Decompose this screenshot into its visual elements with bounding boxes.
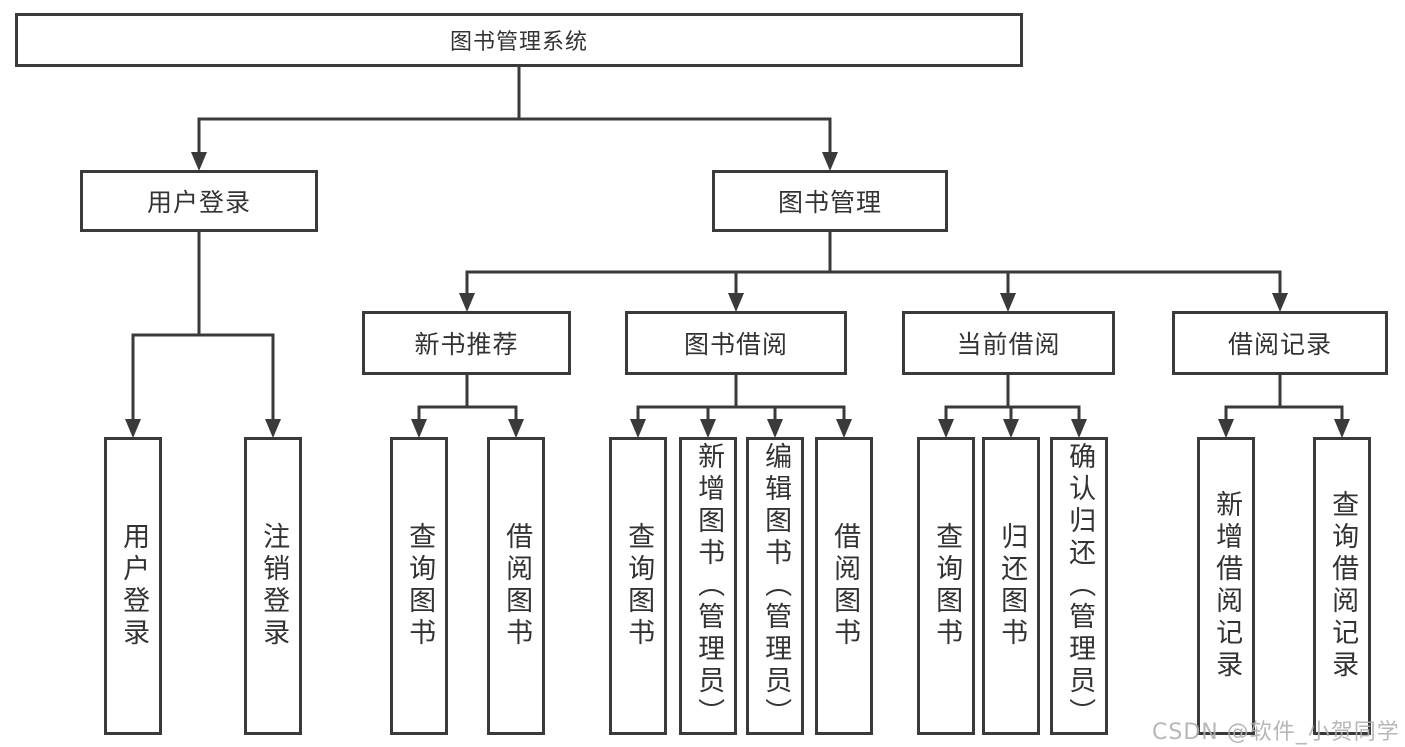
csdn-watermark: CSDN @软件_小贺同学 xyxy=(1152,720,1400,745)
leaf-user-login-label: 用户登录 xyxy=(118,522,150,650)
leaf-borrowing-query-books-label: 查询图书 xyxy=(623,522,655,650)
node-borrowing-records-label: 借阅记录 xyxy=(1227,330,1332,359)
node-current-borrowing-label: 当前借阅 xyxy=(956,330,1061,359)
leaf-records-add-record-label: 新增借阅记录 xyxy=(1211,490,1243,682)
node-library-system: 图书管理系统 xyxy=(15,13,1023,67)
leaf-records-add-record: 新增借阅记录 xyxy=(1197,437,1255,735)
leaf-user-login: 用户登录 xyxy=(104,437,162,735)
node-borrowing-records: 借阅记录 xyxy=(1172,311,1388,375)
leaf-current-return-books: 归还图书 xyxy=(982,437,1040,735)
leaf-current-return-books-label: 归还图书 xyxy=(996,522,1028,650)
leaf-borrowing-query-books: 查询图书 xyxy=(609,437,667,735)
leaf-borrowing-add-books-admin: 新增图书（管理员） xyxy=(679,437,737,735)
leaf-borrowing-edit-books-admin-label: 编辑图书（管理员） xyxy=(760,442,792,730)
leaf-current-query-books: 查询图书 xyxy=(917,437,975,735)
leaf-borrowing-borrow-books-label: 借阅图书 xyxy=(829,522,861,650)
leaf-recommend-borrow-books-label: 借阅图书 xyxy=(501,522,533,650)
leaf-current-confirm-return-admin-label: 确认归还（管理员） xyxy=(1064,442,1096,730)
leaf-borrowing-borrow-books: 借阅图书 xyxy=(815,437,873,735)
node-library-system-label: 图书管理系统 xyxy=(449,30,588,55)
leaf-logout: 注销登录 xyxy=(244,437,302,735)
node-new-book-recommend: 新书推荐 xyxy=(362,311,571,375)
node-current-borrowing: 当前借阅 xyxy=(902,311,1115,375)
leaf-records-query-record-label: 查询借阅记录 xyxy=(1327,490,1359,682)
node-book-borrowing: 图书借阅 xyxy=(625,311,847,375)
leaf-recommend-query-books: 查询图书 xyxy=(390,437,448,735)
node-book-management: 图书管理 xyxy=(712,170,948,232)
node-user-login-label: 用户登录 xyxy=(146,188,251,217)
leaf-records-query-record: 查询借阅记录 xyxy=(1313,437,1371,735)
leaf-borrowing-add-books-admin-label: 新增图书（管理员） xyxy=(693,442,725,730)
leaf-current-confirm-return-admin: 确认归还（管理员） xyxy=(1050,437,1108,735)
node-book-management-label: 图书管理 xyxy=(777,188,882,217)
node-new-book-recommend-label: 新书推荐 xyxy=(414,330,519,359)
node-user-login: 用户登录 xyxy=(80,170,318,232)
leaf-borrowing-edit-books-admin: 编辑图书（管理员） xyxy=(746,437,804,735)
leaf-recommend-borrow-books: 借阅图书 xyxy=(487,437,545,735)
node-book-borrowing-label: 图书借阅 xyxy=(683,330,788,359)
leaf-current-query-books-label: 查询图书 xyxy=(931,522,963,650)
leaf-recommend-query-books-label: 查询图书 xyxy=(404,522,436,650)
leaf-logout-label: 注销登录 xyxy=(258,522,290,650)
